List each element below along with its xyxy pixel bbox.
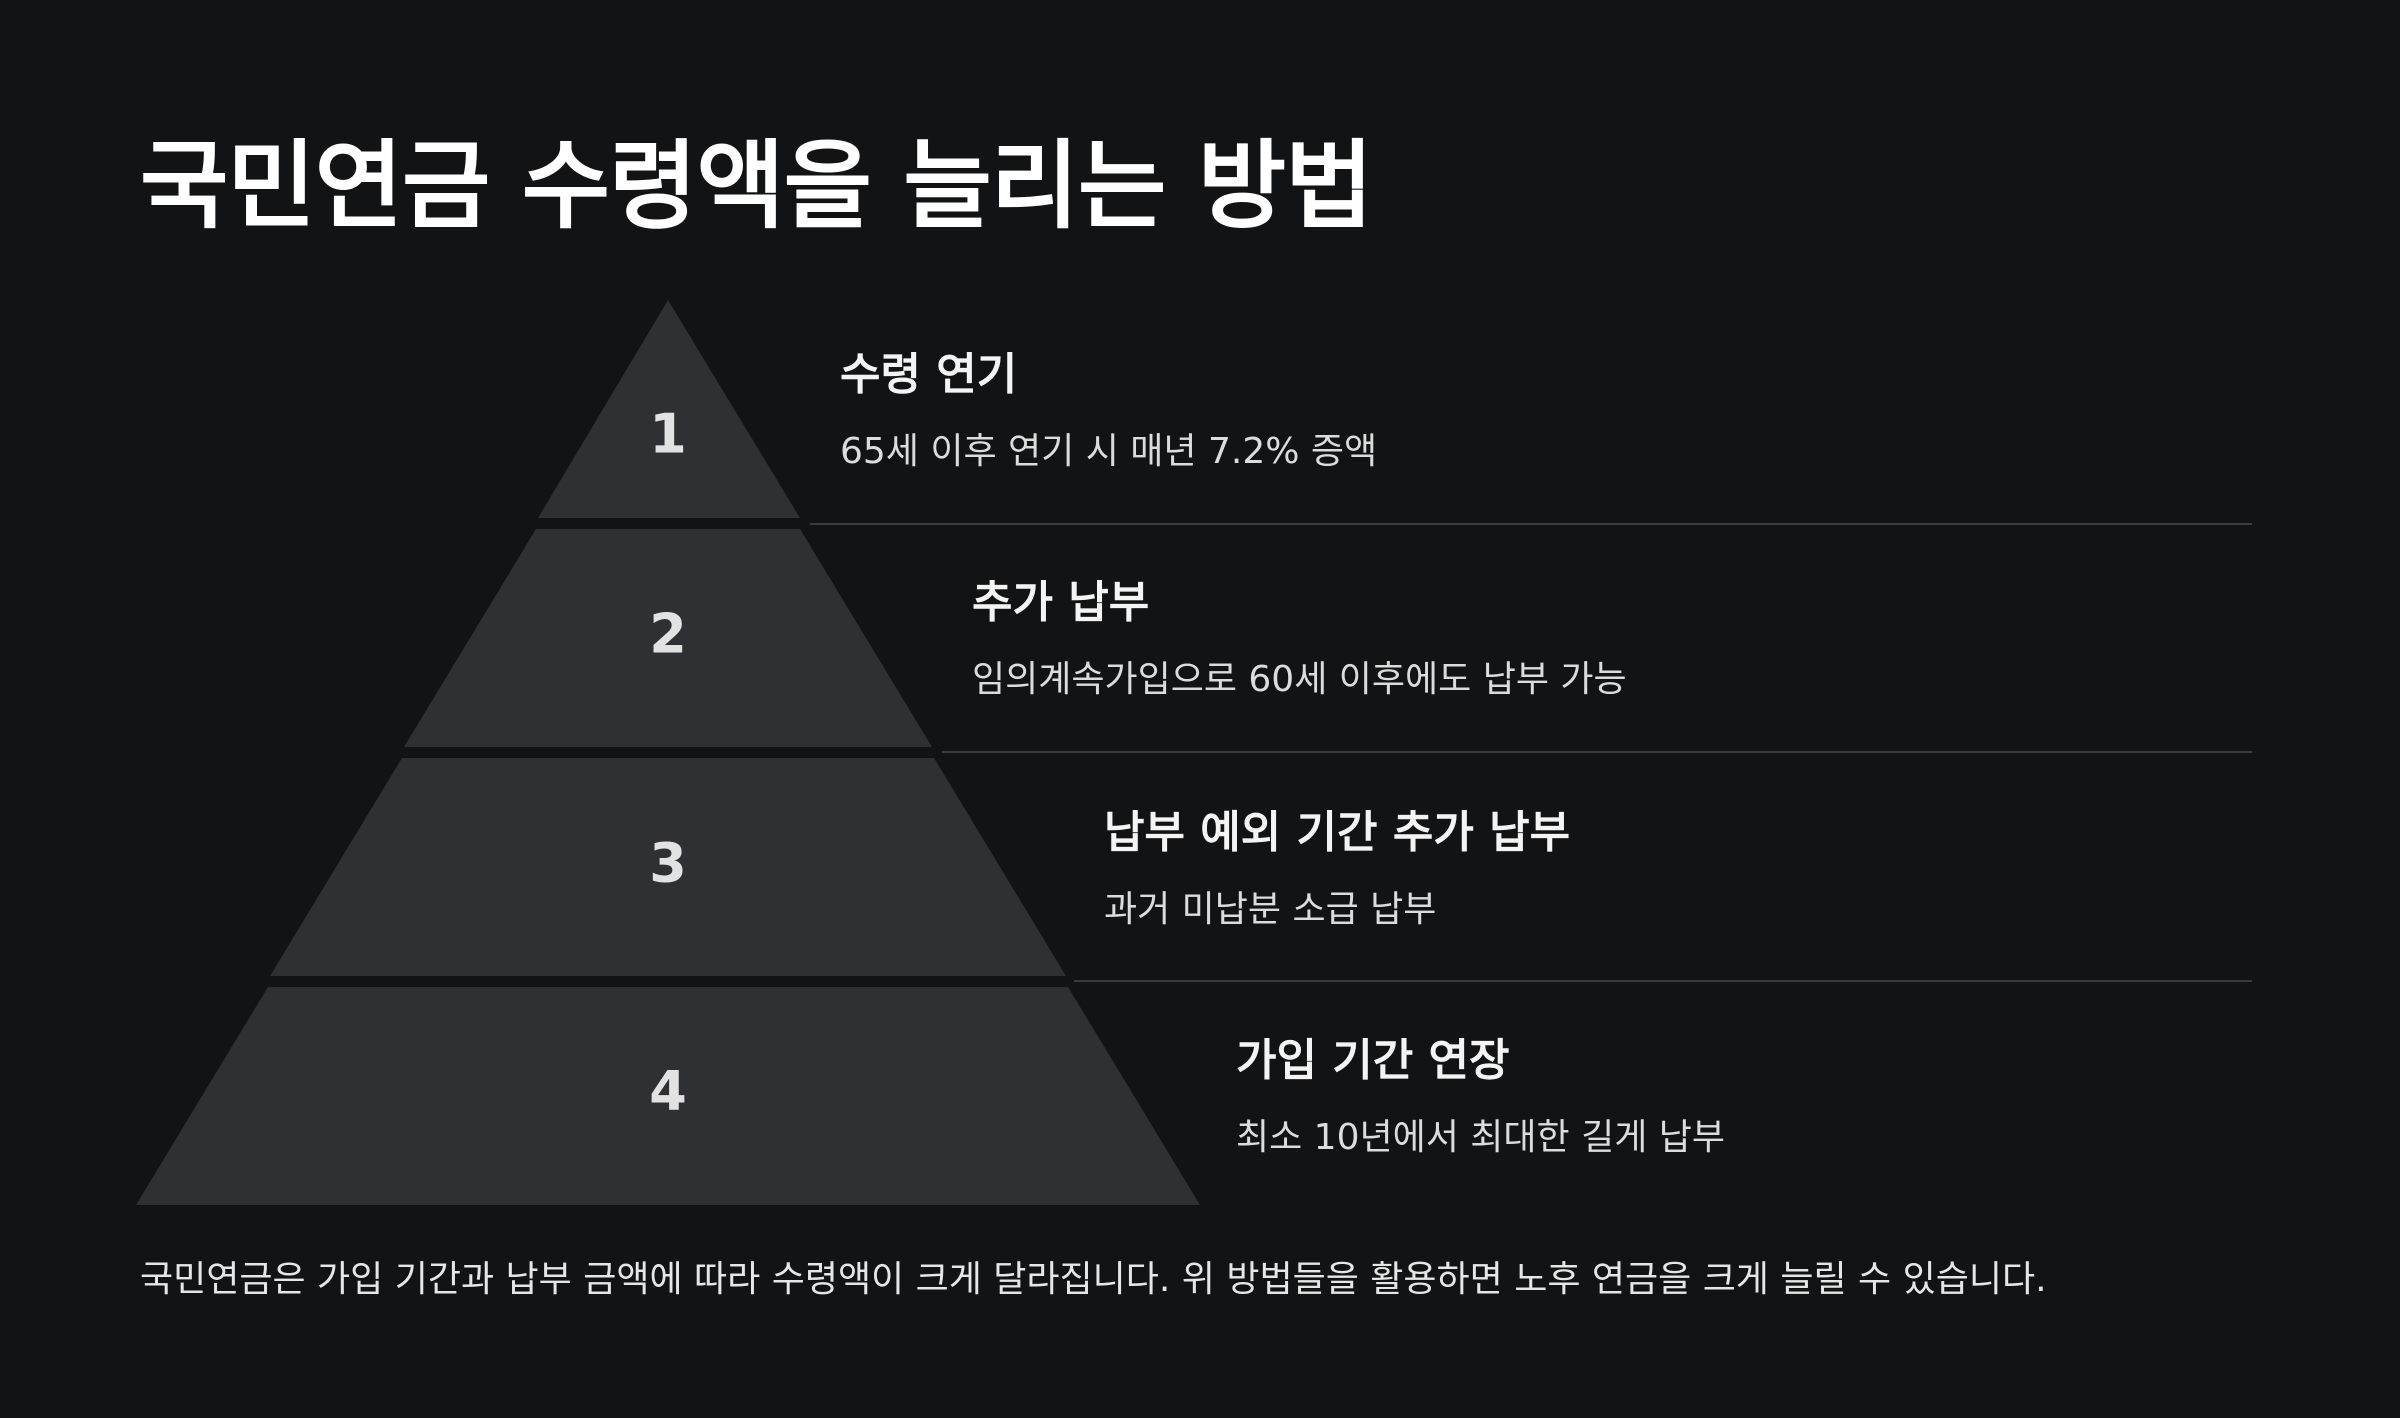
tier-1-heading: 수령 연기 xyxy=(840,349,1018,400)
pyramid-tier-2 xyxy=(404,529,932,747)
tier-2-heading: 추가 납부 xyxy=(972,577,1150,628)
pyramid-tier-1 xyxy=(538,300,800,518)
tier-2-number: 2 xyxy=(649,603,687,666)
footer-note: 국민연금은 가입 기간과 납부 금액에 따라 수령액이 크게 달라집니다. 위 … xyxy=(140,1259,2047,1300)
divider-3 xyxy=(1074,980,2252,982)
tier-3-heading: 납부 예외 기간 추가 납부 xyxy=(1104,807,1571,858)
tier-4-heading: 가입 기간 연장 xyxy=(1236,1035,1510,1086)
tier-1-description: 65세 이후 연기 시 매년 7.2% 증액 xyxy=(840,431,1378,472)
tier-1-number: 1 xyxy=(649,403,687,466)
divider-1 xyxy=(810,523,2252,525)
tier-4-description: 최소 10년에서 최대한 길게 납부 xyxy=(1236,1117,1726,1158)
pyramid-tier-4 xyxy=(136,987,1200,1205)
tier-2-description: 임의계속가입으로 60세 이후에도 납부 가능 xyxy=(972,659,1627,700)
tier-3-number: 3 xyxy=(649,832,687,895)
pyramid-tier-3 xyxy=(270,758,1066,976)
divider-2 xyxy=(942,751,2252,753)
page-title: 국민연금 수령액을 늘리는 방법 xyxy=(140,130,1373,242)
tier-3-description: 과거 미납분 소급 납부 xyxy=(1104,889,1437,930)
tier-4-number: 4 xyxy=(649,1060,687,1123)
